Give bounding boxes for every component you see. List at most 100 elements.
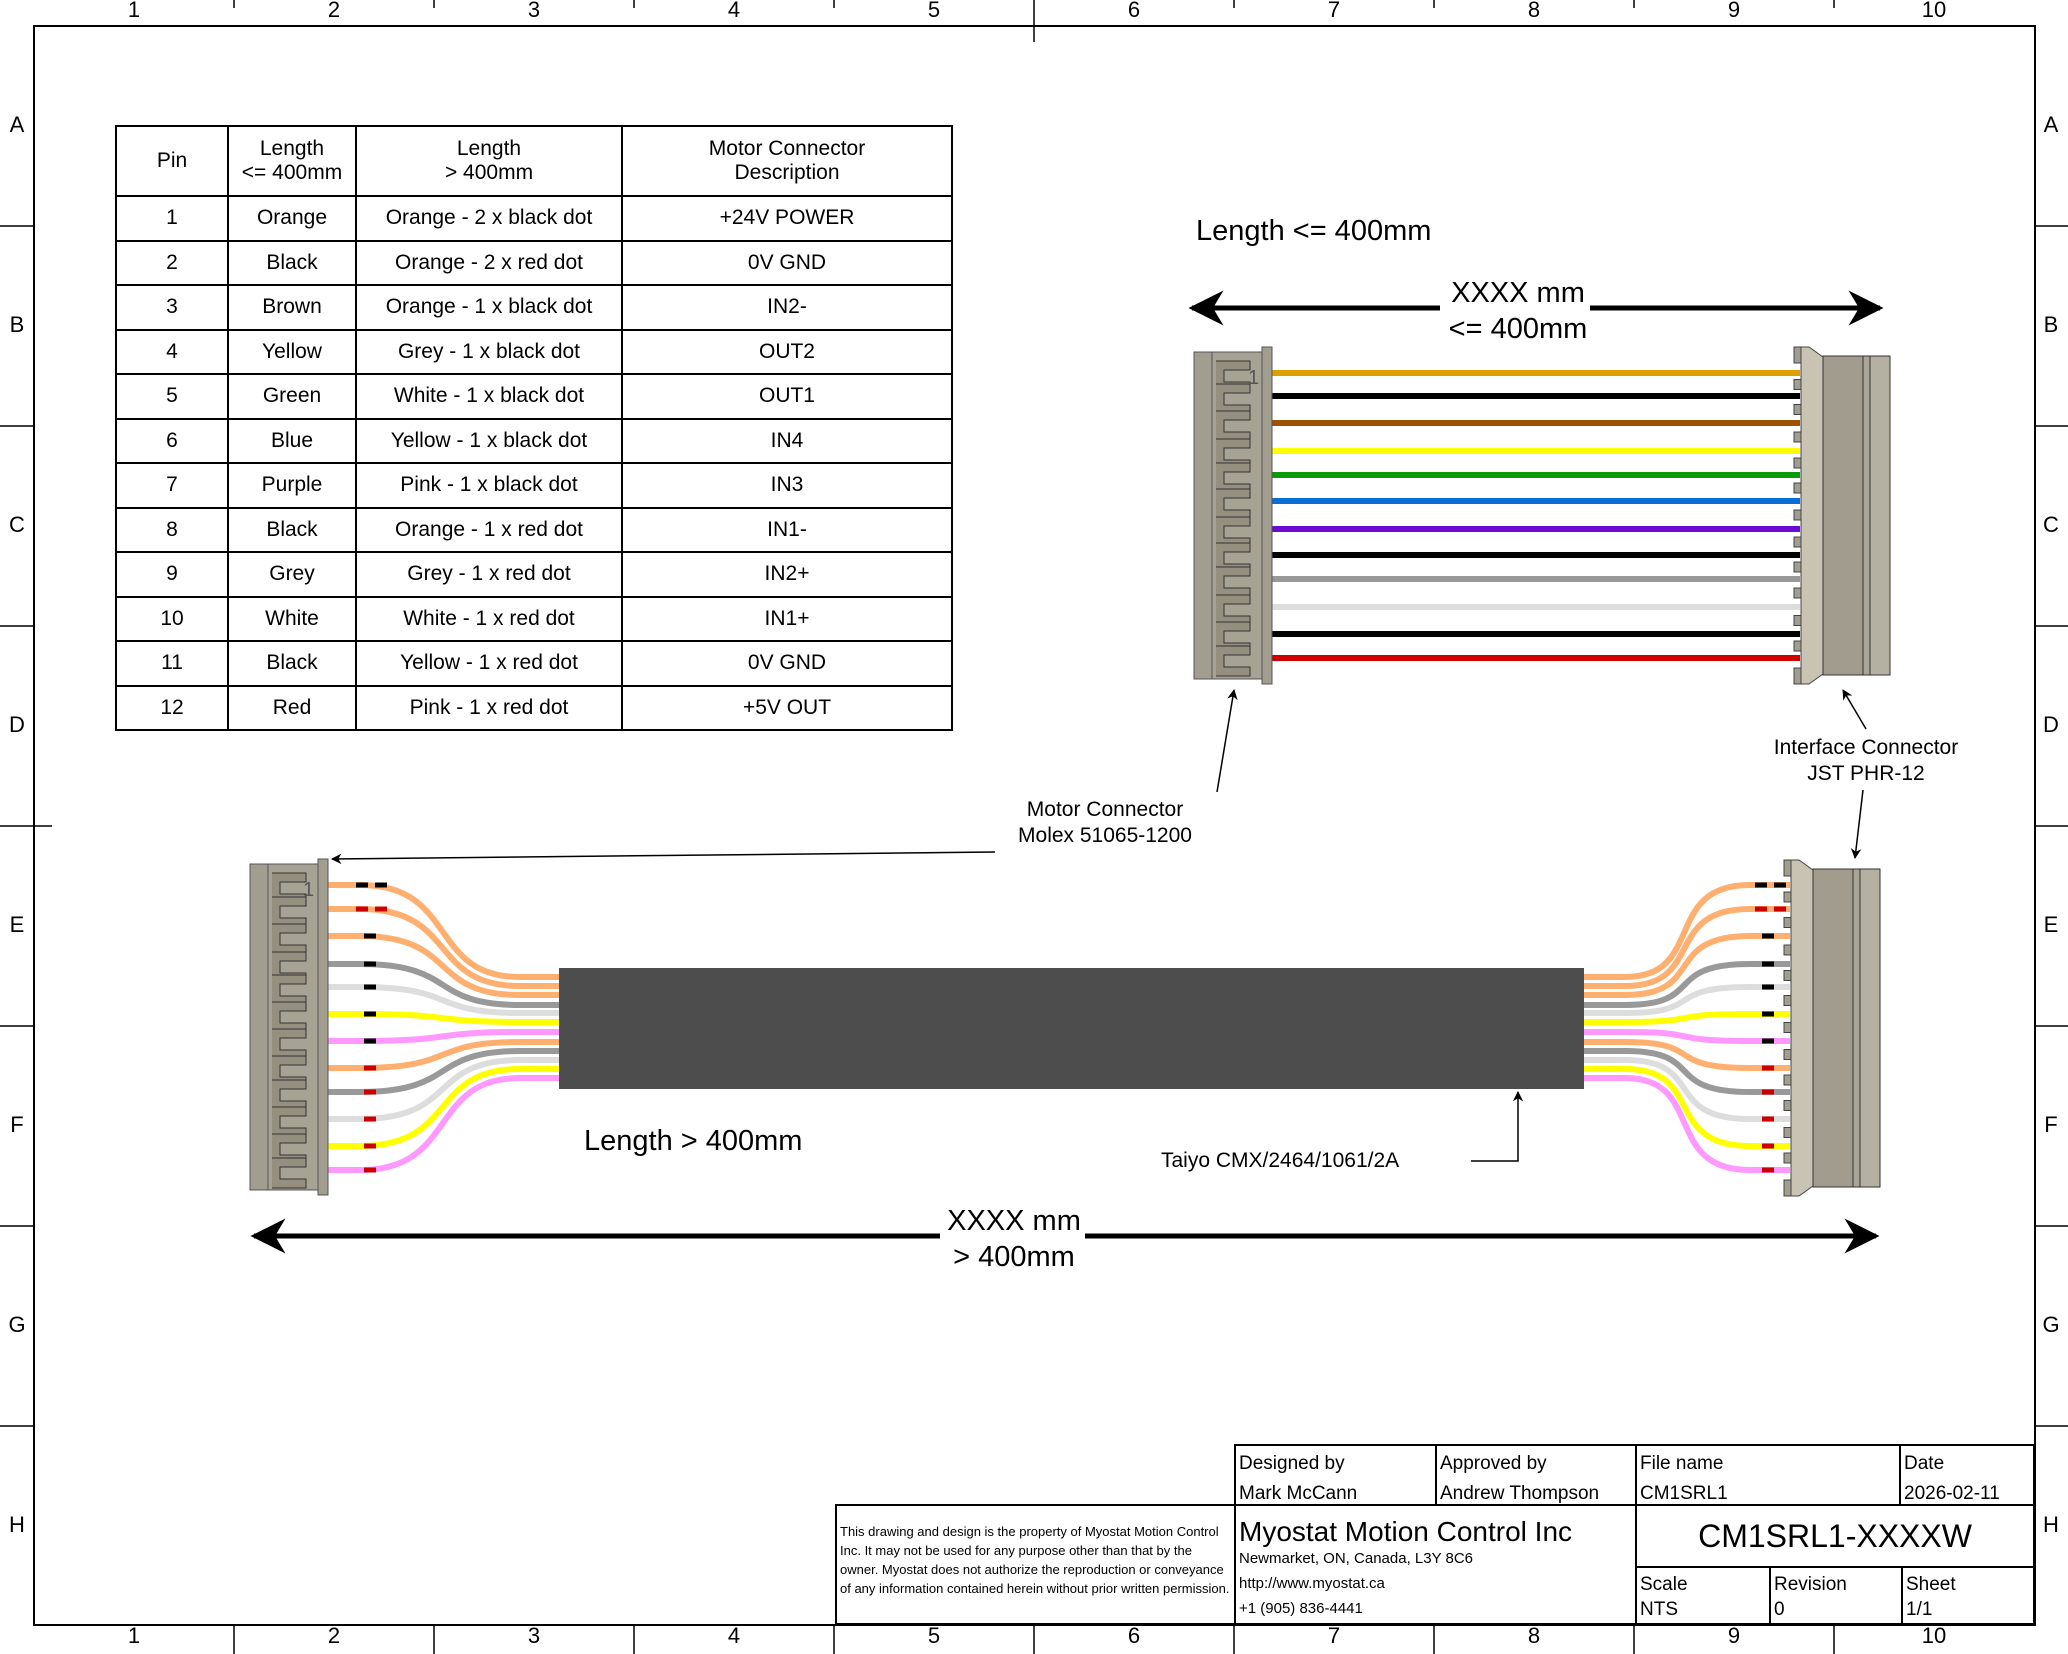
contact-slot	[1216, 645, 1251, 677]
contact-tab	[1793, 509, 1802, 521]
zone-column-top: 4	[727, 0, 741, 22]
zone-column-bottom: 9	[1727, 1623, 1741, 1648]
zone-row-left: G	[8, 1312, 26, 1337]
cable-jacket	[559, 968, 1584, 1089]
disclaimer: This drawing and design is the property …	[835, 1504, 1236, 1625]
cell-pin: 11	[115, 640, 229, 687]
leader-motor-short	[1216, 688, 1238, 793]
wire-dot-marker	[1762, 1167, 1774, 1173]
wire-dot-marker	[364, 1011, 376, 1017]
cell-color-long: Orange - 1 x black dot	[355, 284, 623, 331]
cell-pin: 3	[115, 284, 229, 331]
connector-rib	[1862, 355, 1871, 676]
contact-tab	[1793, 587, 1802, 599]
wire-dot-marker	[364, 1065, 376, 1071]
contact-tab	[1793, 640, 1802, 652]
cell-color-short: White	[227, 595, 357, 642]
file-name-label: File name	[1640, 1453, 1724, 1474]
wire-dot-marker	[1774, 882, 1786, 888]
leader-interface-short	[1842, 689, 1867, 730]
contact-tab	[1793, 379, 1802, 390]
contact-tab	[1783, 1127, 1792, 1138]
wire-dot-marker	[1762, 1038, 1774, 1044]
leader-motor-long	[330, 851, 996, 865]
contact-tab	[1793, 482, 1802, 494]
zone-row-right: F	[2044, 1112, 2058, 1137]
sheet-cell: Sheet 1/1	[1901, 1566, 2035, 1625]
approved-by-label: Approved by	[1440, 1453, 1547, 1474]
wire-dot-marker	[364, 1038, 376, 1044]
contact-tab	[1793, 536, 1802, 548]
contact-tab	[1793, 667, 1802, 685]
wire-dot-marker	[364, 1143, 376, 1149]
wire-dot-marker	[375, 906, 387, 912]
sheet-value: 1/1	[1906, 1599, 1933, 1620]
cell-color-long: Orange - 1 x red dot	[355, 506, 623, 553]
file-name-cell: File name CM1SRL1	[1635, 1444, 1901, 1506]
cell-color-long: Pink - 1 x black dot	[355, 462, 623, 509]
wire-right	[1580, 1057, 1790, 1122]
zone-column-top: 1	[127, 0, 141, 22]
zone-column-top: 2	[327, 0, 341, 22]
wire-right	[1580, 882, 1790, 980]
cell-pin: 1	[115, 195, 229, 242]
header-description: Motor Connector Description	[621, 125, 953, 197]
zone-row-left: D	[9, 712, 25, 737]
motor-connector-callout: Motor Connector Molex 51065-1200	[965, 797, 1245, 849]
cell-color-short: Black	[227, 239, 357, 286]
cell-color-long: Yellow - 1 x black dot	[355, 417, 623, 464]
cell-color-long: Grey - 1 x red dot	[355, 551, 623, 598]
file-name-value: CM1SRL1	[1640, 1483, 1728, 1504]
contact-tab	[1783, 1022, 1792, 1033]
leader-jacket	[1471, 1090, 1524, 1162]
wire-right	[1580, 906, 1790, 989]
cell-pin: 5	[115, 373, 229, 420]
wire-right	[1580, 933, 1790, 998]
wire-dot-marker	[1755, 882, 1767, 888]
wire-dot-marker	[364, 1167, 376, 1173]
contact-tab	[1783, 1100, 1792, 1111]
cell-color-short: Blue	[227, 417, 357, 464]
zone-column-bottom: 1	[127, 1623, 141, 1648]
zone-column-bottom: 5	[927, 1623, 941, 1648]
long-cable-wires	[326, 882, 1790, 1173]
jacket-label: Taiyo CMX/2464/1061/2A	[1161, 1149, 1400, 1172]
cell-description: OUT1	[621, 373, 953, 420]
cell-color-long: Pink - 1 x red dot	[355, 684, 623, 731]
contact-tab	[1783, 1074, 1792, 1086]
cell-pin: 12	[115, 684, 229, 731]
zone-column-top: 9	[1727, 0, 1741, 22]
wire-right	[1580, 1066, 1790, 1149]
cell-pin: 4	[115, 328, 229, 375]
cell-description: IN1+	[621, 595, 953, 642]
wire-dot-marker	[364, 1116, 376, 1122]
zone-row-left: A	[9, 112, 25, 137]
cell-description: OUT2	[621, 328, 953, 375]
wire-dot-marker	[1762, 933, 1774, 939]
wire-left	[326, 1029, 562, 1044]
zone-column-bottom: 8	[1527, 1623, 1541, 1648]
contact-tab	[1783, 944, 1792, 956]
wire-dot-marker	[375, 882, 387, 888]
scale-cell: Scale NTS	[1635, 1566, 1771, 1625]
designed-by-cell: Designed by Mark McCann	[1234, 1444, 1437, 1506]
zone-column-top: 8	[1527, 0, 1541, 22]
company-address: Newmarket, ON, Canada, L3Y 8C6	[1239, 1550, 1474, 1567]
wire-dot-marker	[364, 984, 376, 990]
zone-column-top: 7	[1327, 0, 1341, 22]
cell-color-short: Black	[227, 506, 357, 553]
pin1-mark-short: 1	[1248, 367, 1259, 389]
part-number: CM1SRL1-XXXXW	[1698, 1518, 1972, 1554]
cell-color-short: Green	[227, 373, 357, 420]
zone-row-left: F	[10, 1112, 24, 1137]
company-website: http://www.myostat.ca	[1239, 1575, 1385, 1592]
scale-label: Scale	[1640, 1574, 1688, 1595]
wire-dot-marker	[1755, 906, 1767, 912]
wire-dot-marker	[364, 961, 376, 967]
